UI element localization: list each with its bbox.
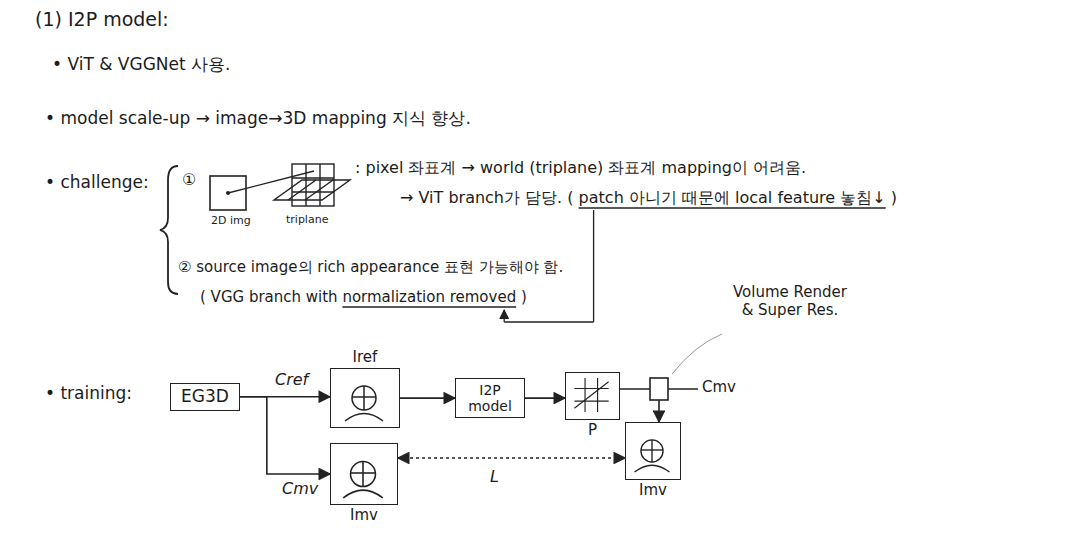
edge-label: L [488,468,501,486]
note-text: • ViT & VGGNet 사용. [52,54,230,74]
pixel-dot [226,191,230,195]
image-box: Iref [330,368,400,428]
triplane-sketch [274,164,350,206]
camera-input-line [668,388,698,390]
underline [342,306,516,307]
figure-caption: triplane [286,213,328,226]
note-text: • challenge: [45,172,149,192]
connector-arrow [525,397,565,399]
edge-label: Cmv [280,480,320,498]
image-square [210,176,246,210]
connector-arrow [398,457,625,459]
image-caption: Iref [353,349,378,366]
signal-name: Cmv [702,378,736,396]
generator-box: EG3D [170,383,240,411]
connector-arrow [620,389,659,422]
note-text: ( VGG branch with normalization removed … [200,288,527,306]
face-sketch [334,372,394,422]
model-box: I2P model [455,378,525,418]
leader-line [672,334,722,374]
figure-caption: 2D img [211,214,251,227]
image-box: Imv [330,443,398,505]
connector-arrow [240,397,330,474]
note-text: → ViT branch가 담당. ( patch 아니기 때문에 local … [400,188,897,207]
face-sketch [334,447,392,499]
box-label: EG3D [181,387,229,407]
grid-sketch [569,376,614,414]
section-heading: (1) I2P model: [35,8,169,31]
bracket-line [504,321,593,322]
connector-arrow [400,397,455,399]
curly-brace [160,166,178,294]
render-box [650,378,668,400]
image-box: Imv [625,422,681,480]
face-sketch [629,426,675,474]
image-caption: Imv [639,482,667,499]
edge-label: Cref [273,371,310,389]
note-text: ② source image의 rich appearance 표현 가능해야 … [178,258,563,276]
note-text: : pixel 좌표계 → world (triplane) 좌표계 mappi… [355,158,806,177]
underline [579,207,886,208]
triplane-box: P [565,372,620,420]
bracket-arrow [504,310,505,322]
bracket-line [593,210,594,322]
note-text: • model scale-up → image→3D mapping 지식 향… [45,108,471,128]
note-text: • training: [45,383,132,403]
image-caption: Imv [350,507,378,524]
callout-number: ① [182,170,196,189]
callout-text: Volume Render & Super Res. [725,283,855,319]
image-caption: P [588,422,597,439]
box-label: I2P model [464,382,516,414]
mapping-line [228,171,314,193]
